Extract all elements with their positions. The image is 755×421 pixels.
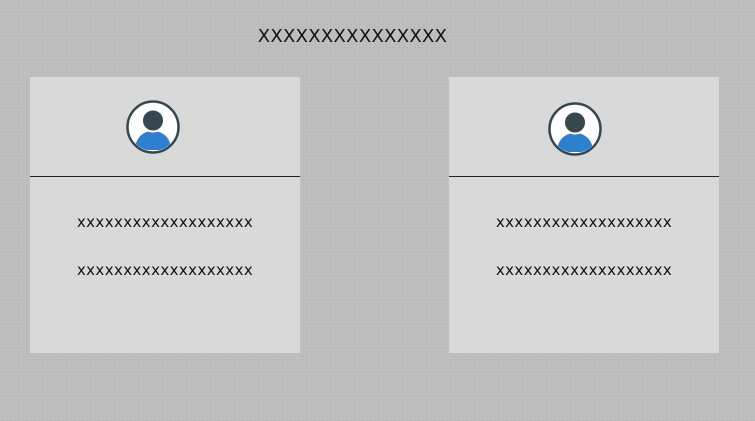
profile-card-header bbox=[449, 77, 719, 177]
profile-card-header bbox=[30, 77, 300, 177]
profile-card: xxxxxxxxxxxxxxxxxxx xxxxxxxxxxxxxxxxxxx bbox=[30, 77, 300, 353]
page-title: XXXXXXXXXXXXXXX bbox=[257, 26, 448, 47]
card-text-line: xxxxxxxxxxxxxxxxxxx bbox=[495, 213, 673, 231]
user-avatar-icon bbox=[548, 102, 602, 156]
user-avatar-icon bbox=[126, 100, 180, 154]
card-text-line: xxxxxxxxxxxxxxxxxxx bbox=[495, 261, 673, 279]
card-text-line: xxxxxxxxxxxxxxxxxxx bbox=[76, 261, 254, 279]
profile-card: xxxxxxxxxxxxxxxxxxx xxxxxxxxxxxxxxxxxxx bbox=[449, 77, 719, 353]
card-text-line: xxxxxxxxxxxxxxxxxxx bbox=[76, 213, 254, 231]
